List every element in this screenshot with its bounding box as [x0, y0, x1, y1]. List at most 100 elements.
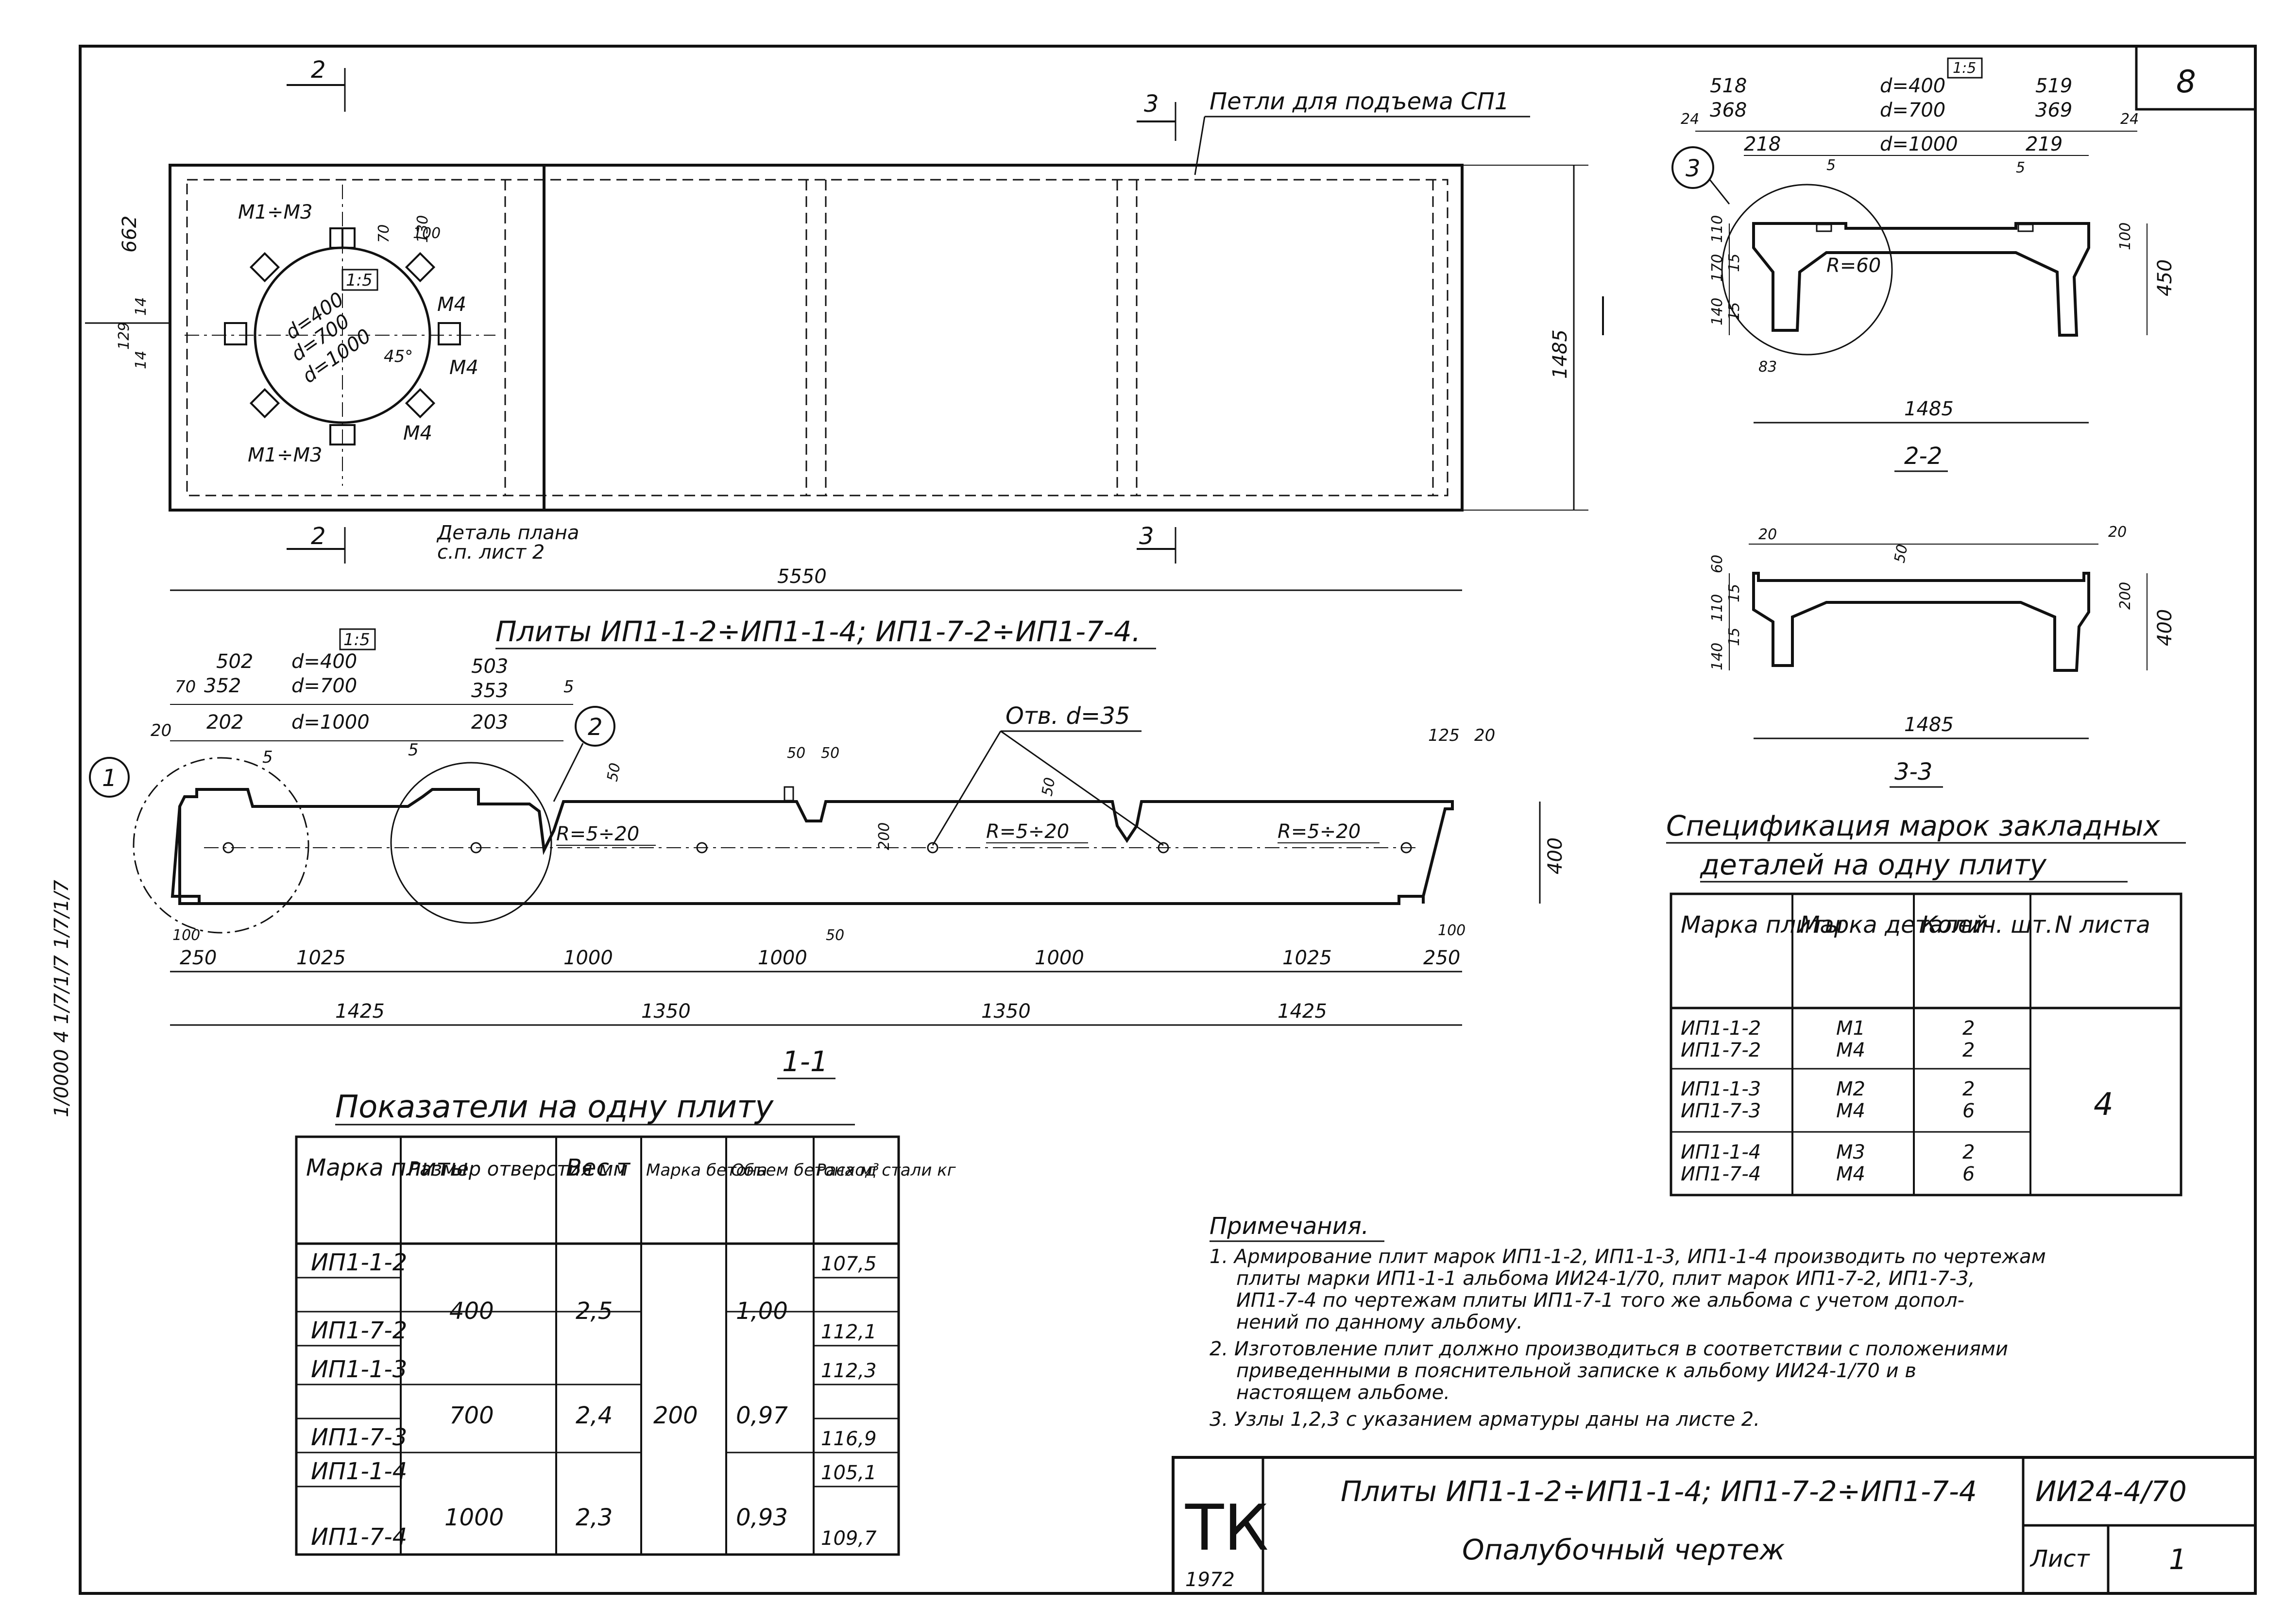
section-mark-3-bottom: 3: [1139, 523, 1154, 550]
note-line-4: 2. Изготовление плит должно производитьс…: [1210, 1338, 2008, 1360]
section-mark-2-bottom: 2: [311, 523, 326, 550]
plan-view: М1÷М3 М1÷М3 М4 М4 М4 d=400 d=700 d=1000 …: [85, 56, 1604, 650]
title-block-year: 1972: [1185, 1569, 1235, 1591]
s11-dim-100b: 100: [1438, 922, 1466, 939]
s11-dim-50d: 50: [1039, 776, 1058, 798]
s11-row1-5: 1025: [1282, 947, 1332, 969]
ind-weight-1: 2,4: [576, 1402, 613, 1429]
ind-steel-4: 105,1: [821, 1462, 877, 1484]
spec-r5-c1: М4: [1836, 1163, 1865, 1185]
s22-callout-3: 3: [1686, 155, 1701, 182]
ind-steel-1: 112,1: [821, 1321, 877, 1343]
s22-dim-450: 450: [2154, 259, 2176, 296]
notes: Примечания. 1. Армирование плит марок ИП…: [1210, 1213, 2046, 1431]
spec-title-2: деталей на одну плиту: [1700, 848, 2047, 881]
mark-m4-b: М4: [449, 357, 478, 379]
s22-dim-83: 83: [1758, 359, 1777, 376]
s22-dim-218: 218: [1744, 133, 1781, 155]
s33-dim-400: 400: [2154, 609, 2176, 646]
section-1-1: 1:5 1 2 502 352 202 d=400 d=700 d=1000 5…: [89, 628, 1567, 1079]
ind-mark-3: ИП1-7-3: [311, 1424, 407, 1451]
spec-r1-c2: 2: [1962, 1039, 1975, 1061]
spec-r0-c1: М1: [1836, 1017, 1865, 1040]
notes-title: Примечания.: [1210, 1213, 1369, 1240]
spec-r3-c2: 6: [1962, 1100, 1975, 1122]
s11-row1-4: 1000: [1035, 947, 1084, 969]
title-block-title-2: Опалубочный чертеж: [1462, 1533, 1785, 1566]
dim-plan-1485: 1485: [1549, 329, 1571, 379]
s11-dim-203: 203: [471, 711, 508, 734]
s11-diam-400: d=400: [291, 650, 357, 673]
dim-plan-129: 129: [116, 322, 133, 350]
s22-v-15b: 15: [1726, 302, 1743, 321]
dim-plan-14a: 14: [133, 297, 150, 316]
spec-r4-c0: ИП1-1-4: [1681, 1141, 1761, 1163]
ind-weight-2: 2,3: [576, 1504, 613, 1531]
s11-dim-125: 125: [1428, 726, 1460, 745]
s11-dim-50b: 50: [787, 745, 805, 762]
s22-dim-5a: 5: [1826, 157, 1836, 174]
ind-weight-0: 2,5: [576, 1298, 613, 1325]
s11-dim-5c: 5: [563, 677, 574, 697]
ind-mark-2: ИП1-1-3: [311, 1356, 407, 1383]
note-line-7: 3. Узлы 1,2,3 с указанием арматуры даны …: [1210, 1408, 1760, 1431]
plan-scale-mark: 1:5: [346, 271, 373, 290]
spec-r3-c0: ИП1-7-3: [1681, 1100, 1761, 1122]
section-2-2: 518 368 218 d=400 1:5 d=700 d=1000 519 3…: [1671, 57, 2176, 472]
detail-note-2: с.п. лист 2: [437, 541, 545, 564]
detail-note-1: Деталь плана: [436, 522, 579, 544]
s33-v-15b: 15: [1726, 628, 1743, 646]
ind-volume-1: 0,97: [736, 1402, 788, 1429]
ind-mark-0: ИП1-1-2: [311, 1249, 407, 1276]
note-line-1: плиты марки ИП1-1-1 альбома ИИ24-1/70, п…: [1236, 1267, 1975, 1290]
s11-dim-20a: 20: [151, 721, 171, 740]
s11-row2-1: 1350: [641, 1000, 691, 1023]
dim-plan-130: 130: [414, 215, 431, 243]
note-line-6: настоящем альбоме.: [1236, 1382, 1450, 1404]
s11-diam-1000: d=1000: [291, 711, 370, 734]
s33-v-60: 60: [1709, 555, 1726, 573]
s22-v-110: 110: [1709, 215, 1726, 243]
s11-row2-0: 1425: [335, 1000, 385, 1023]
spec-r0-c0: ИП1-1-2: [1681, 1017, 1761, 1040]
s11-hole-label: Отв. d=35: [1006, 702, 1130, 730]
s22-v-170: 170: [1709, 254, 1726, 282]
spec-r4-c1: М3: [1836, 1141, 1865, 1163]
dim-plan-662: 662: [119, 216, 141, 253]
s11-row1-6: 250: [1423, 947, 1460, 969]
spec-title-1: Спецификация марок закладных: [1666, 809, 2161, 842]
spec-r1-c0: ИП1-7-2: [1681, 1039, 1761, 1061]
s22-title: 2-2: [1904, 443, 1942, 470]
spec-header-2: Колич. шт.: [1921, 911, 2053, 939]
title-block-album: ИИ24-4/70: [2035, 1475, 2187, 1508]
ind-header-3: Марка бетона: [646, 1161, 767, 1180]
s22-dim-24b: 24: [2120, 111, 2139, 128]
s11-dim-200: 200: [876, 822, 893, 850]
ind-mark-4: ИП1-1-4: [311, 1458, 407, 1485]
s11-radius-2: R=5÷20: [986, 821, 1069, 843]
ind-header-5: Расход стали кг: [816, 1161, 956, 1180]
s11-row2-3: 1425: [1278, 1000, 1327, 1023]
angle-label: 45°: [384, 347, 413, 366]
s11-dim-352: 352: [204, 675, 241, 697]
note-line-3: нений по данному альбому.: [1236, 1311, 1523, 1333]
s33-dim-1485: 1485: [1904, 714, 1954, 736]
s11-dim-503: 503: [471, 655, 508, 678]
s33-v-110: 110: [1709, 594, 1726, 622]
s22-v-15a: 15: [1726, 254, 1743, 272]
title-block-sheet-label: Лист: [2029, 1545, 2091, 1573]
spec-sheet-no: 4: [2094, 1087, 2114, 1123]
s11-dim-502: 502: [216, 650, 253, 673]
section-mark-3-top: 3: [1144, 90, 1159, 118]
frame: 8 1/0000 4 1/7/1/7 1/7/1/7: [51, 45, 2257, 1595]
s11-radius-3: R=5÷20: [1278, 821, 1361, 843]
s22-dim-518: 518: [1710, 75, 1747, 97]
s11-dim-50a: 50: [604, 762, 624, 783]
sheet-number: 8: [2176, 64, 2196, 100]
spec-r5-c2: 6: [1962, 1163, 1975, 1185]
title-block-title-1: Плиты ИП1-1-2÷ИП1-1-4; ИП1-7-2÷ИП1-7-4: [1341, 1475, 1977, 1508]
s33-title: 3-3: [1894, 758, 1932, 786]
s11-dim-353: 353: [471, 680, 508, 702]
note-line-0: 1. Армирование плит марок ИП1-1-2, ИП1-1…: [1210, 1246, 2046, 1268]
s11-scale: 1:5: [343, 630, 370, 650]
